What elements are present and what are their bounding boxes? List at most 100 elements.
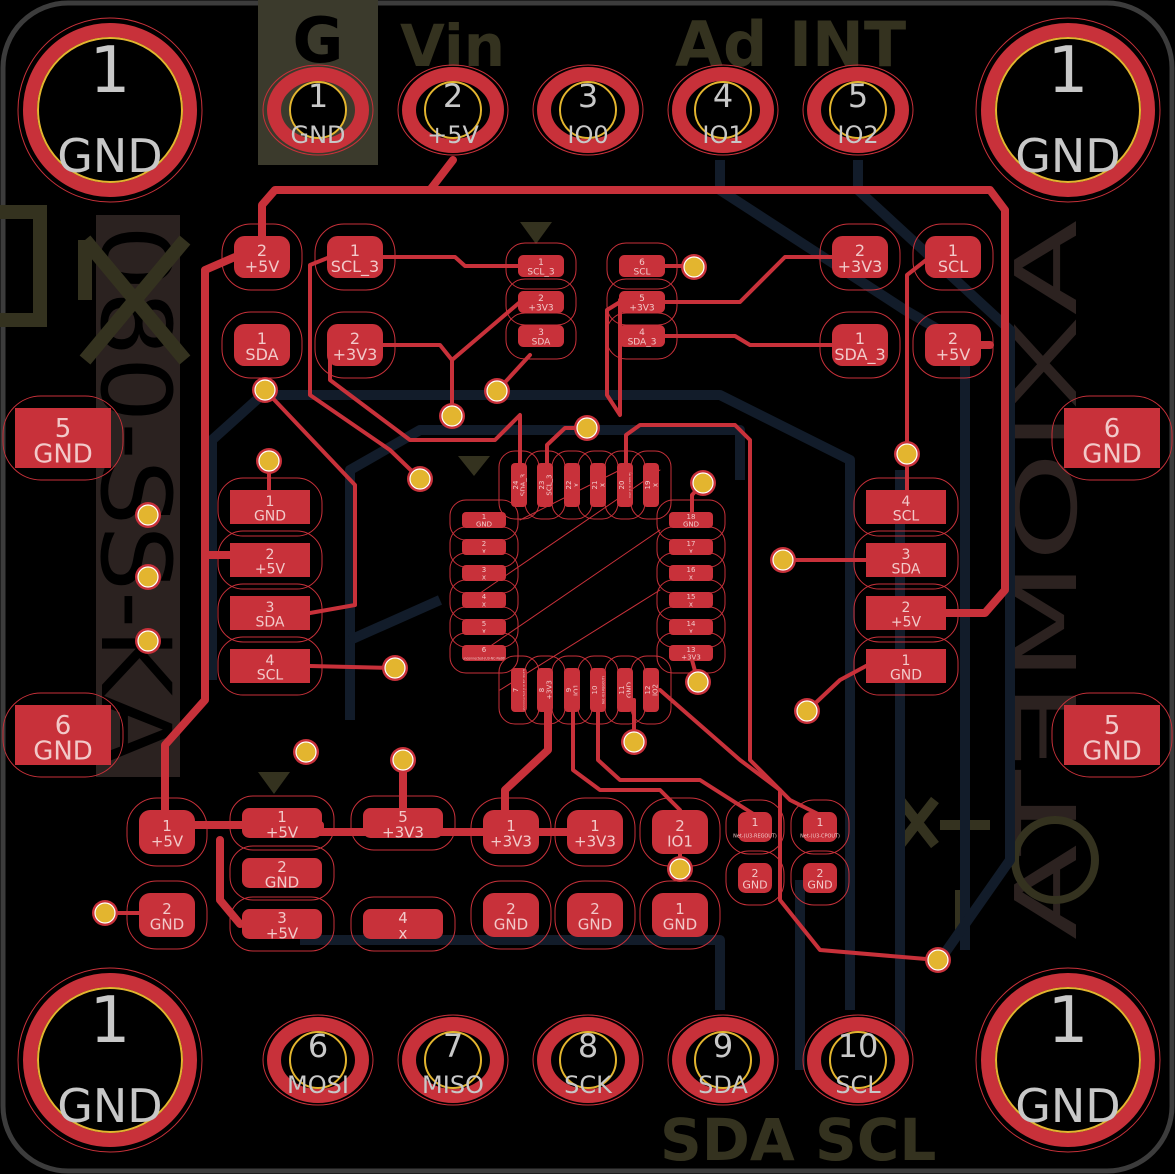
pad-top_left_pads-0: 2+5V [221, 223, 303, 291]
pad-clearance [470, 880, 552, 950]
pad-number: 1 [590, 817, 600, 835]
vias-layer [92, 254, 951, 973]
pad-clearance [2, 692, 124, 778]
pad-net-label: SDA_3 [834, 345, 885, 365]
pad-number: 4 [639, 328, 645, 338]
pad-number: 5 [639, 294, 645, 304]
pad-number: 4 [713, 77, 733, 115]
pad-clearance [221, 223, 303, 291]
pad-net-label: x [652, 483, 660, 487]
hole-ring [981, 973, 1155, 1147]
via [439, 403, 465, 429]
pad-net-label: SCL [633, 268, 650, 278]
copper-pad [669, 592, 713, 608]
pin-ring [807, 1017, 909, 1103]
copper-pad [518, 255, 564, 277]
via [135, 502, 161, 528]
pad-net-label: SCL [835, 1071, 881, 1099]
copper-pad [483, 893, 539, 937]
pad-number: 2 [590, 900, 600, 918]
copper-pad [1064, 408, 1160, 468]
via [252, 377, 278, 403]
copper-pad [230, 596, 310, 630]
pad-clearance [554, 880, 636, 950]
copper-pad [139, 893, 195, 937]
hole-clearance [17, 17, 203, 203]
pad-number: 9 [565, 688, 573, 692]
pad-bottom_pads-8: 1+3V3 [554, 797, 636, 867]
pad-number: 5 [482, 620, 486, 628]
pad-net-label: SDA [245, 345, 278, 364]
copper-pad [511, 668, 527, 712]
copper-pad [738, 863, 772, 893]
pad-bottom_pads-5: 5+3V3 [350, 795, 456, 851]
pad-clearance [853, 636, 959, 696]
hole-drill [37, 37, 183, 183]
pad-net-label: +3V3 [838, 257, 883, 276]
pin-ring [807, 67, 909, 153]
copper-pad [567, 810, 623, 854]
pad-clearance [505, 242, 577, 290]
pad-number: 1 [350, 241, 360, 260]
copper-pad [617, 463, 633, 507]
pad-level_shifter-4: 5+3V3 [606, 278, 678, 326]
pad-clearance [470, 797, 552, 867]
pad-net-label: +5V [266, 924, 299, 942]
pad-clearance [126, 880, 208, 950]
pad-net-label: +3V3 [490, 832, 532, 850]
pad-number: 8 [578, 1027, 598, 1065]
pad-net-label: GND [1015, 129, 1120, 183]
copper-pad [230, 543, 310, 577]
pin-drill [559, 1031, 617, 1089]
pad-net-label: GND [57, 129, 162, 183]
pad-bottom_pads-4: 3+5V [229, 896, 335, 952]
pad-clearance [229, 845, 335, 901]
copper-pad [462, 645, 506, 661]
pad-net-label: GND [150, 915, 184, 933]
pad-net-label: GND [890, 667, 922, 683]
pad-number: 2 [266, 547, 275, 563]
pad-number: 12 [644, 686, 652, 695]
copper-pad [462, 539, 506, 555]
pad-bottom_pads-0: 1+5V [126, 797, 208, 867]
pad-net-label: IO1 [667, 832, 693, 850]
copper-pad [518, 291, 564, 313]
copper-pad [866, 543, 946, 577]
pad-net-label: x [482, 548, 486, 556]
pad-net-label: +5V [427, 121, 479, 149]
pad-number: 1 [817, 816, 824, 829]
copper-pad [738, 812, 772, 842]
hole-drill [995, 987, 1141, 1133]
pin-drill [694, 1031, 752, 1089]
copper-pad [537, 668, 553, 712]
copper-pad [242, 909, 322, 939]
pad-number: 2 [538, 294, 544, 304]
pad-number: 17 [687, 540, 696, 548]
pad-number: 2 [443, 77, 463, 115]
pad-net-label: GND [742, 878, 767, 891]
copper-pad [15, 705, 111, 765]
via [667, 856, 693, 882]
pin-clearance [262, 64, 374, 156]
silk-g-label: G [293, 4, 344, 77]
copper-pad [643, 463, 659, 507]
pad-number: 3 [482, 566, 486, 574]
pad-qfn-right-4: 14x [656, 606, 726, 648]
via [92, 900, 118, 926]
pad-number: 9 [713, 1027, 733, 1065]
copper-pad [483, 810, 539, 854]
pad-clearance [350, 795, 456, 851]
pad-number: 2 [902, 600, 911, 616]
pad-net-label: GND [578, 915, 612, 933]
pad-net-label: GND [57, 1079, 162, 1133]
pad-number: 1 [277, 808, 287, 826]
pad-top_left_pads-3: 2+3V3 [314, 311, 396, 379]
pin-drill [289, 1031, 347, 1089]
